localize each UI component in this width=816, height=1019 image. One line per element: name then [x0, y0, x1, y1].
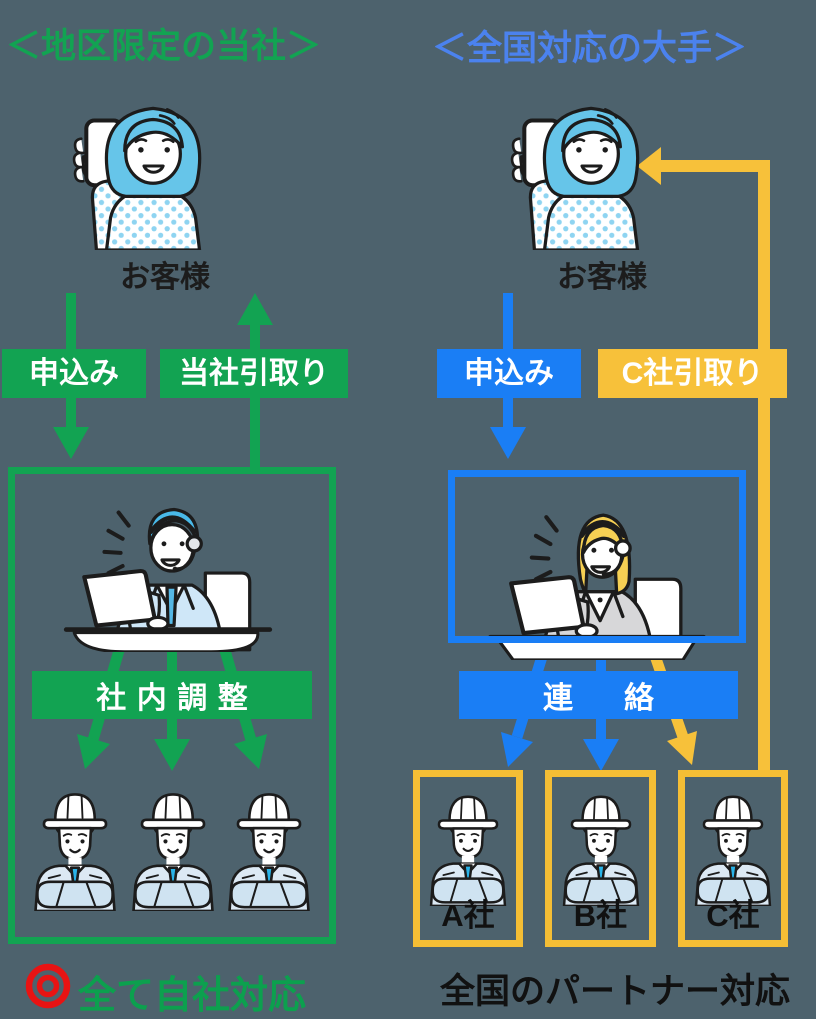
company-box-left [8, 467, 336, 944]
worker-illustration-partner-b [562, 795, 639, 906]
partner-box-a: A社 [413, 770, 523, 947]
customer-label-left: お客様 [120, 261, 210, 294]
customer-illustration-right [496, 80, 678, 250]
company-box-right [448, 470, 746, 643]
apply-label-left: 申込み [2, 349, 146, 398]
worker-illustration-left-1 [34, 793, 116, 911]
right-title: ＜全国対応の大手＞ [432, 29, 748, 68]
partner-label-a: A社 [441, 898, 495, 933]
partner-label-b: B社 [573, 898, 628, 933]
partner-box-c: C社 [678, 770, 788, 947]
worker-illustration-left-3 [228, 793, 310, 911]
left-title: ＜地区限定の当社＞ [6, 27, 322, 66]
apply-label-right: 申込み [437, 349, 581, 398]
partner-label-c: C社 [706, 898, 760, 933]
c-company-return-arrow [637, 147, 770, 775]
double-circle-icon [25, 963, 71, 1009]
customer-illustration-left [58, 80, 240, 250]
partner-box-b: B社 [545, 770, 656, 947]
pickup-label-left: 当社引取り [160, 349, 348, 398]
pickup-label-right: C社引取り [598, 349, 787, 398]
contact-band: 連 絡 [459, 671, 738, 719]
caption-right: 全国のパートナー対応 [440, 972, 791, 1011]
operator-illustration-left [52, 480, 284, 652]
worker-illustration-left-2 [132, 793, 214, 911]
coordination-band: 社内調整 [32, 671, 312, 719]
caption-left: 全て自社対応 [78, 975, 307, 1017]
worker-illustration-partner-a [429, 795, 507, 906]
customer-label-right: お客様 [557, 261, 647, 294]
worker-illustration-partner-c [694, 795, 772, 906]
